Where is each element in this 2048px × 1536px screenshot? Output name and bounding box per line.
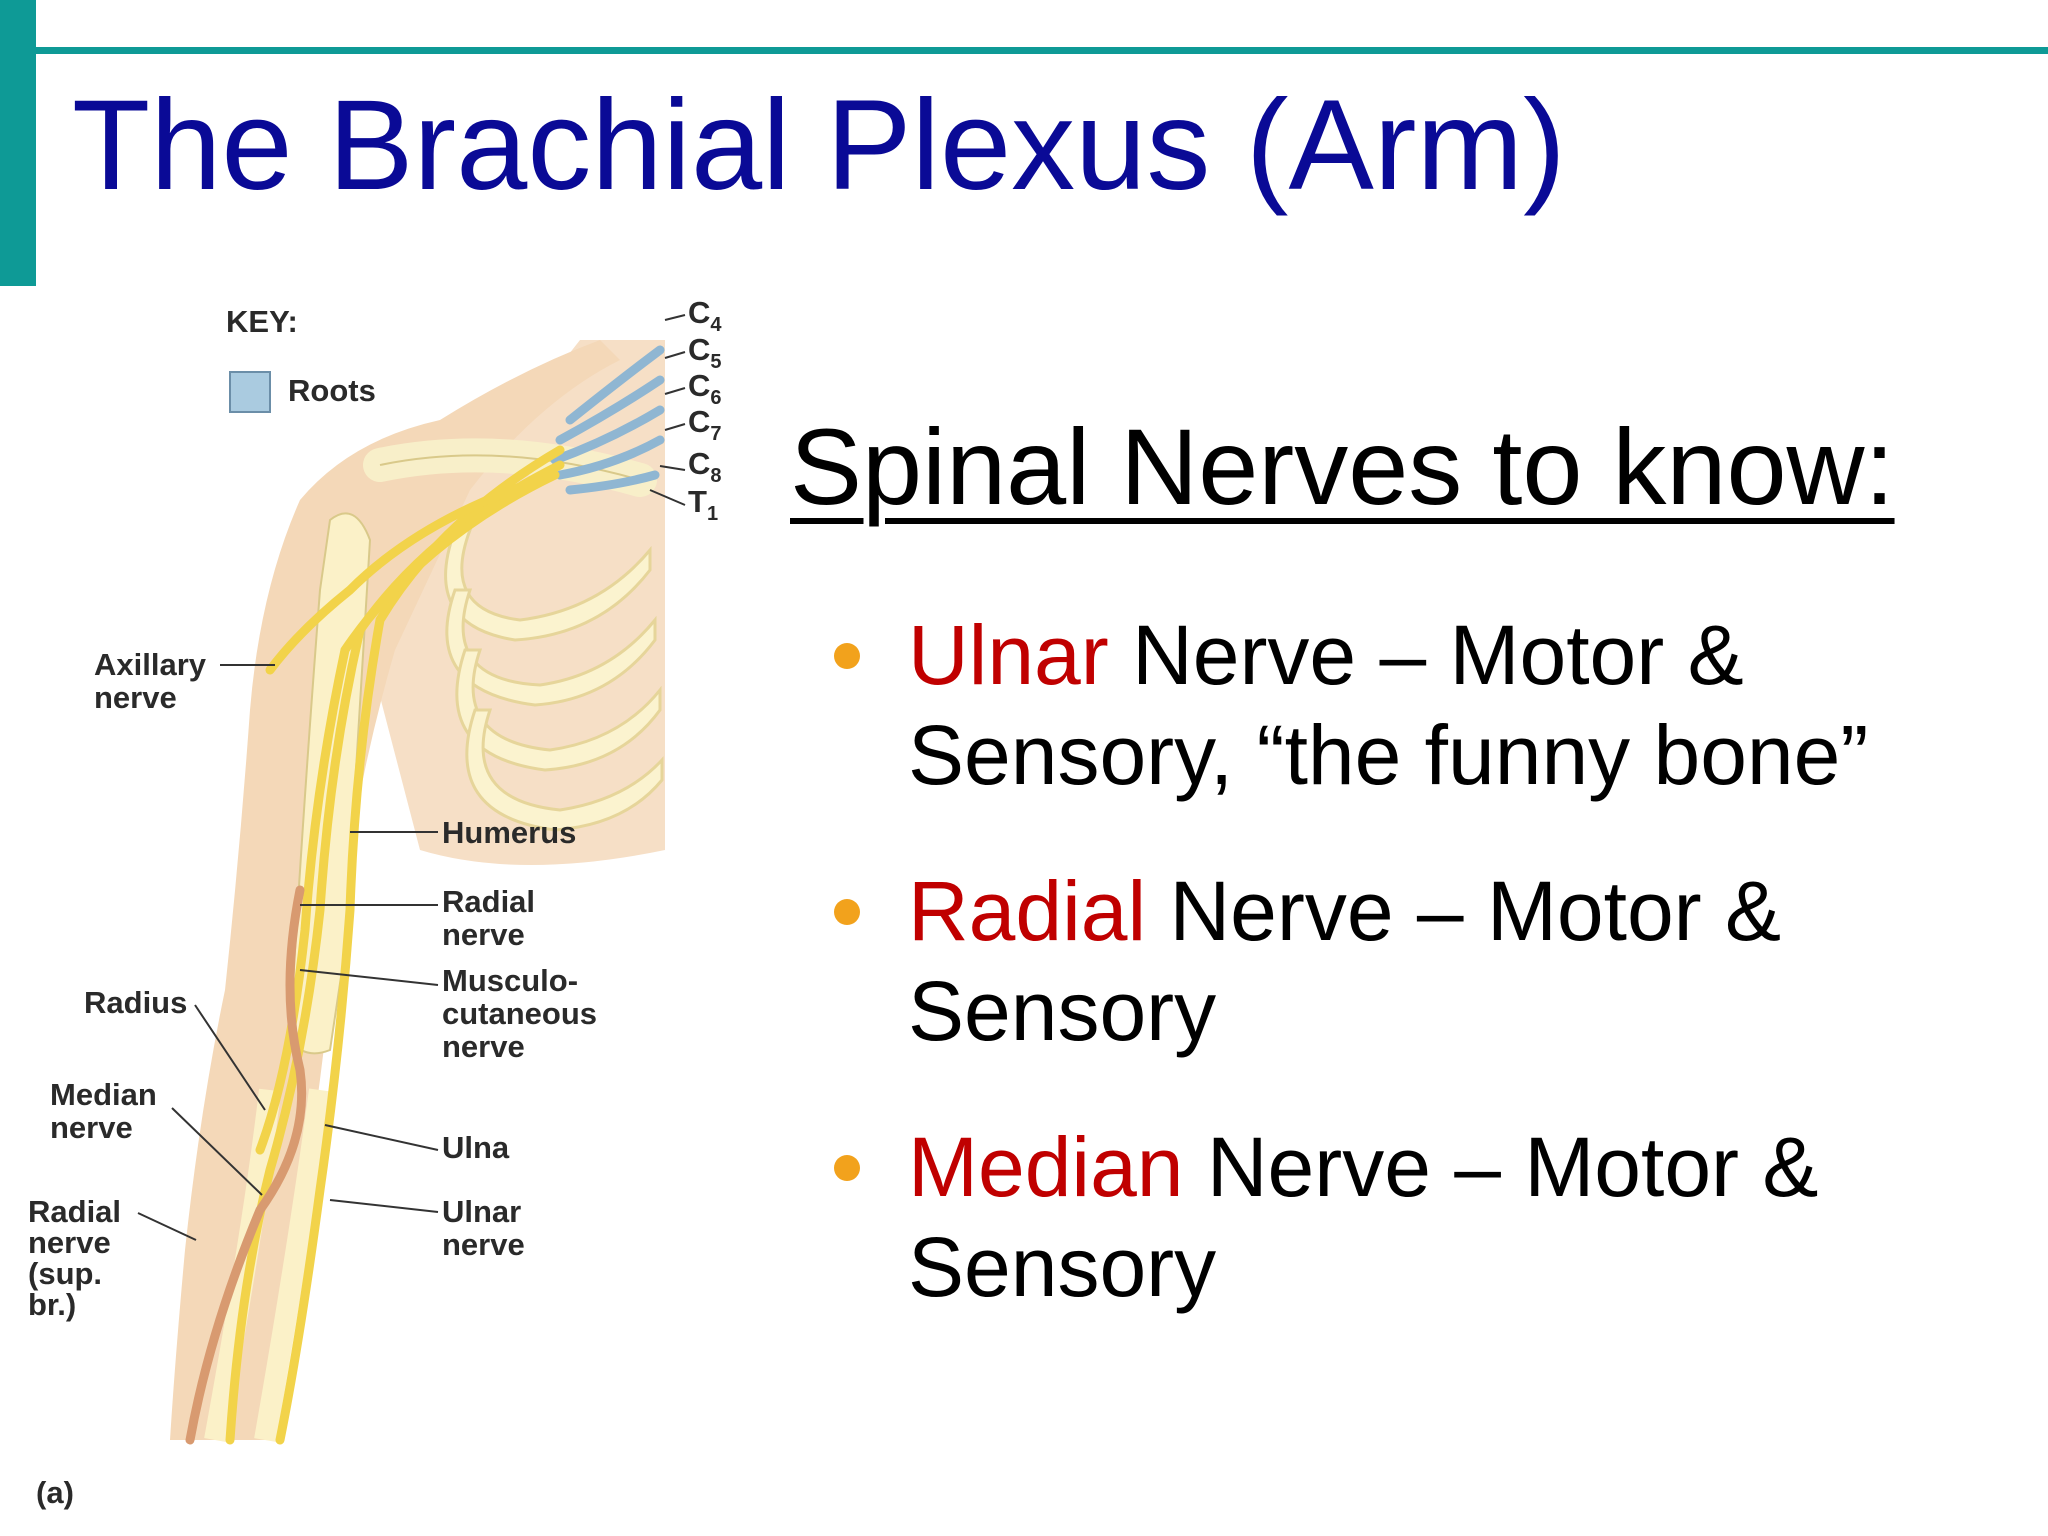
nerve-description: Nerve – Motor & Sensory, “the funny bone… — [908, 608, 1869, 802]
label-radial-sup-1: Radial — [28, 1194, 121, 1229]
nerve-description: Nerve – Motor & Sensory — [908, 1120, 1819, 1314]
root-label-c4: C4 — [688, 295, 722, 336]
root-labels: C4 C5 C6 C7 C8 T1 — [649, 295, 722, 525]
label-radial-sup-2: nerve — [28, 1225, 111, 1260]
accent-bar — [0, 0, 36, 286]
label-axillary-nerve-2: nerve — [94, 680, 177, 715]
slide-title: The Brachial Plexus (Arm) — [72, 74, 1566, 217]
ulna-bone — [254, 1088, 331, 1442]
label-musculocutaneous-1: Musculo- — [442, 963, 578, 998]
nerve-item-ulnar: Ulnar Nerve – Motor & Sensory, “the funn… — [830, 605, 2030, 805]
musculocutaneous-nerve-path — [255, 470, 560, 1155]
root-label-c5: C5 — [688, 332, 722, 373]
label-radial-sup-4: br.) — [28, 1287, 76, 1322]
subheading: Spinal Nerves to know: — [790, 406, 1895, 527]
label-radial-nerve-1: Radial — [442, 884, 535, 919]
nerve-description: Nerve – Motor & Sensory — [908, 864, 1782, 1058]
label-musculocutaneous-3: nerve — [442, 1029, 525, 1064]
nerve-name: Median — [908, 1120, 1184, 1214]
brachial-plexus-figure: KEY: Roots C4 C5 C6 C7 C8 T1 Axillary ne… — [0, 290, 760, 1536]
key-roots-swatch — [229, 371, 271, 413]
label-humerus: Humerus — [442, 815, 576, 850]
nerve-list: Ulnar Nerve – Motor & Sensory, “the funn… — [830, 605, 2030, 1373]
nerve-item-radial: Radial Nerve – Motor & Sensory — [830, 861, 2030, 1061]
label-radius: Radius — [84, 985, 187, 1020]
panel-label: (a) — [36, 1475, 74, 1510]
label-axillary-nerve-1: Axillary — [94, 647, 207, 682]
nerve-name: Radial — [908, 864, 1147, 958]
root-label-c8: C8 — [688, 446, 722, 487]
root-label-t1: T1 — [688, 484, 718, 525]
nerve-fibers — [225, 445, 565, 1445]
label-ulnar-nerve-2: nerve — [442, 1227, 525, 1262]
radial-nerve-path — [185, 885, 307, 1445]
label-median-nerve-1: Median — [50, 1077, 157, 1112]
nerve-name: Ulnar — [908, 608, 1109, 702]
bullet-icon — [834, 899, 860, 925]
accent-line — [36, 47, 2048, 54]
label-median-nerve-2: nerve — [50, 1110, 133, 1145]
axillary-nerve-path — [265, 475, 545, 675]
key-roots-label: Roots — [288, 373, 376, 408]
label-ulnar-nerve-1: Ulnar — [442, 1194, 521, 1229]
label-ulna: Ulna — [442, 1130, 510, 1165]
label-radial-nerve-2: nerve — [442, 917, 525, 952]
root-label-c7: C7 — [688, 404, 722, 445]
nerve-roots — [550, 345, 665, 495]
key-heading: KEY: — [226, 304, 298, 339]
rib-cage — [444, 528, 664, 832]
root-label-c6: C6 — [688, 368, 722, 409]
bullet-icon — [834, 1155, 860, 1181]
label-radial-sup-3: (sup. — [28, 1256, 102, 1291]
bullet-icon — [834, 643, 860, 669]
label-musculocutaneous-2: cutaneous — [442, 996, 597, 1031]
nerve-item-median: Median Nerve – Motor & Sensory — [830, 1117, 2030, 1317]
